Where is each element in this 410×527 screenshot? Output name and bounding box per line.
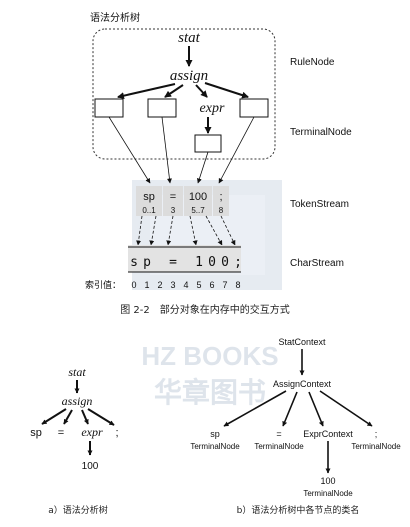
node-expr: expr (200, 101, 225, 116)
token-cell-1 (163, 186, 183, 216)
terminal-node-eq (147, 98, 177, 118)
label-terminal-node: TerminalNode (290, 127, 352, 138)
b-edge-assign-expr (308, 391, 324, 427)
pointer-sp-token (108, 116, 151, 184)
a-caption: a）语法分析树 (48, 504, 108, 516)
terminal-node-100 (194, 134, 222, 153)
b-node-num-type: TerminalNode (303, 489, 353, 498)
a-node-eq: = (58, 427, 64, 439)
watermark-line2: 华章图书 (154, 376, 266, 409)
terminal-node-sp (94, 98, 124, 118)
b-edge-assign-semi (319, 390, 373, 427)
char-1: p (143, 255, 151, 270)
b-edge-assign-sp (223, 390, 287, 427)
a-edge-assign-sp (41, 408, 67, 425)
label-char-stream: CharStream (290, 258, 344, 269)
b-node-expr: ExprContext (303, 429, 353, 439)
parse-tree-box-title: 语法分析树 (90, 11, 140, 24)
node-stat: stat (178, 30, 201, 46)
index-label: 索引值： (85, 279, 121, 291)
token-cell-2 (184, 186, 212, 216)
index-0: 0 (131, 280, 136, 290)
char-5: 1 (195, 255, 203, 270)
token-text-3: ; (219, 191, 222, 203)
watermark-line1: HZ BOOKS (141, 341, 278, 371)
label-rule-node: RuleNode (290, 57, 335, 68)
node-assign: assign (170, 68, 208, 84)
b-node-sp-type: TerminalNode (190, 442, 240, 451)
b-node-semi-type: TerminalNode (351, 442, 401, 451)
b-caption: b）语法分析树中各节点的类名 (237, 504, 360, 516)
a-edge-assign-eq (63, 409, 73, 425)
index-1: 1 (144, 280, 149, 290)
b-node-eq-type: TerminalNode (254, 442, 304, 451)
index-4: 4 (183, 280, 188, 290)
index-3: 3 (170, 280, 175, 290)
a-node-semi: ; (115, 427, 118, 439)
figure-caption: 图 2-2 部分对象在内存中的交互方式 (120, 303, 290, 316)
parse-tree-dashed-box (92, 28, 276, 160)
a-edge-assign-expr (81, 409, 89, 425)
a-node-assign: assign (62, 394, 93, 408)
terminal-node-semi (239, 98, 269, 118)
edge-assign-eq (164, 84, 184, 98)
index-8: 8 (235, 280, 240, 290)
char-6: 0 (208, 255, 216, 270)
pointer-semi-token (218, 116, 255, 184)
token-text-1: = (170, 191, 176, 203)
char-7: 0 (221, 255, 229, 270)
pointer-100-token (197, 151, 209, 184)
a-node-stat: stat (68, 365, 86, 379)
a-edge-assign-semi (87, 408, 115, 426)
a-node-expr: expr (81, 425, 103, 439)
token-range-0: 0..1 (142, 206, 156, 215)
token-range-3: 8 (219, 206, 224, 215)
char-3: = (169, 255, 177, 270)
token-range-2: 5..7 (191, 206, 205, 215)
label-token-stream: TokenStream (290, 199, 349, 210)
a-node-num: 100 (82, 461, 99, 472)
b-edge-assign-eq (282, 391, 298, 427)
a-node-sp: sp (30, 427, 42, 439)
b-node-eq: = (276, 429, 281, 439)
b-node-sp: sp (210, 429, 220, 439)
index-2: 2 (157, 280, 162, 290)
b-node-root: StatContext (278, 337, 326, 347)
index-5: 5 (196, 280, 201, 290)
pointer-eq-token (161, 116, 172, 184)
token-text-2: 100 (189, 191, 207, 203)
b-node-num: 100 (320, 476, 335, 486)
token-cell-0 (136, 186, 162, 216)
char-8: ; (234, 255, 242, 270)
pointer-token2-stop (205, 215, 223, 246)
index-6: 6 (209, 280, 214, 290)
edge-assign-semi (204, 82, 249, 99)
b-node-semi: ; (375, 429, 378, 439)
char-stream-band (128, 245, 241, 272)
token-text-0: sp (143, 191, 155, 203)
token-range-1: 3 (171, 206, 176, 215)
char-0: s (130, 255, 138, 270)
token-cell-3 (213, 186, 229, 216)
b-node-assign: AssignContext (273, 379, 332, 389)
edge-assign-sp (117, 83, 176, 100)
index-7: 7 (222, 280, 227, 290)
pointer-token3 (220, 215, 236, 246)
edge-assign-expr (195, 84, 208, 98)
